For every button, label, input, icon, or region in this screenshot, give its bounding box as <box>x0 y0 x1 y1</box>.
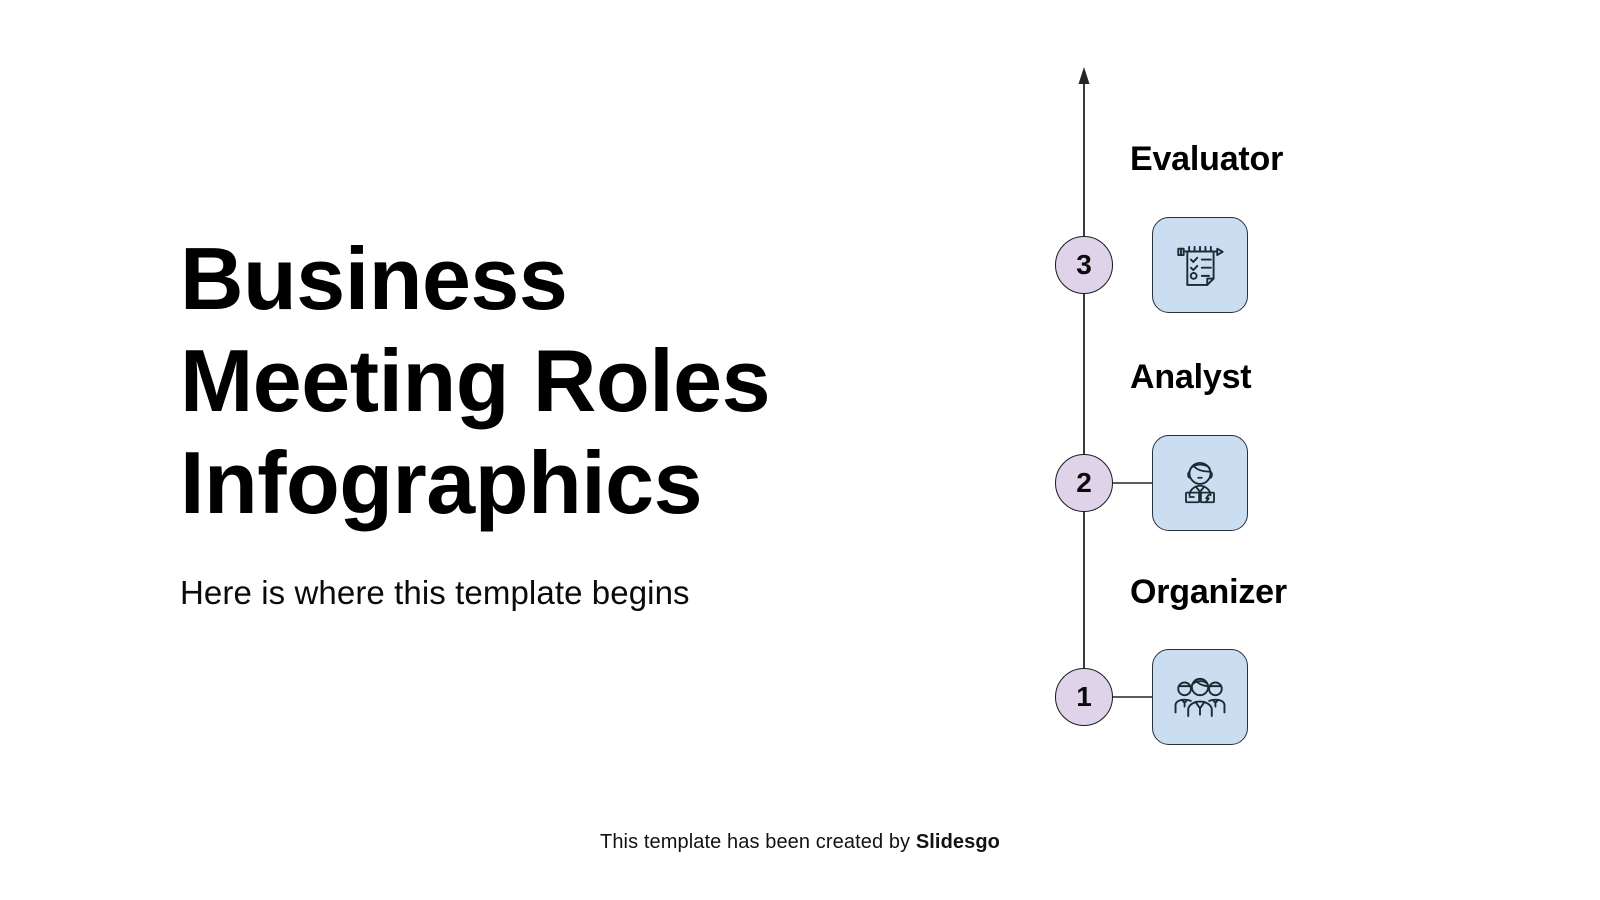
footer-text: This template has been created by <box>600 831 916 853</box>
step-number-1: 1 <box>1076 681 1092 712</box>
step-badge-2[interactable]: 2 <box>1055 454 1113 512</box>
step-icon-box-evaluator[interactable] <box>1152 217 1248 313</box>
step-label-evaluator: Evaluator <box>1130 140 1284 178</box>
step-icon-box-organizer[interactable] <box>1152 649 1248 745</box>
arrow-up-icon <box>1078 67 1090 84</box>
step-number-3: 3 <box>1076 249 1092 280</box>
analyst-person-laptop-icon <box>1185 461 1215 504</box>
step-badge-1[interactable]: 1 <box>1055 668 1113 726</box>
step-badge-3[interactable]: 3 <box>1055 236 1113 294</box>
step-icon-box-analyst[interactable] <box>1152 435 1248 531</box>
timeline-axis <box>1078 67 1152 698</box>
title-block: Business Meeting Roles Infographics Here… <box>180 228 940 612</box>
page-title: Business Meeting Roles Infographics <box>180 229 771 533</box>
checklist-clipboard-icon <box>1177 245 1224 286</box>
footer-credit: This template has been created by Slides… <box>0 831 1600 854</box>
step-label-analyst: Analyst <box>1130 358 1252 396</box>
footer-brand: Slidesgo <box>915 831 1000 853</box>
page-subtitle: Here is where this template begins <box>180 574 690 612</box>
step-number-2: 2 <box>1076 467 1092 498</box>
timeline: Evaluator 3 <box>1000 40 1420 830</box>
team-group-icon <box>1174 677 1226 717</box>
step-label-organizer: Organizer <box>1130 573 1287 611</box>
